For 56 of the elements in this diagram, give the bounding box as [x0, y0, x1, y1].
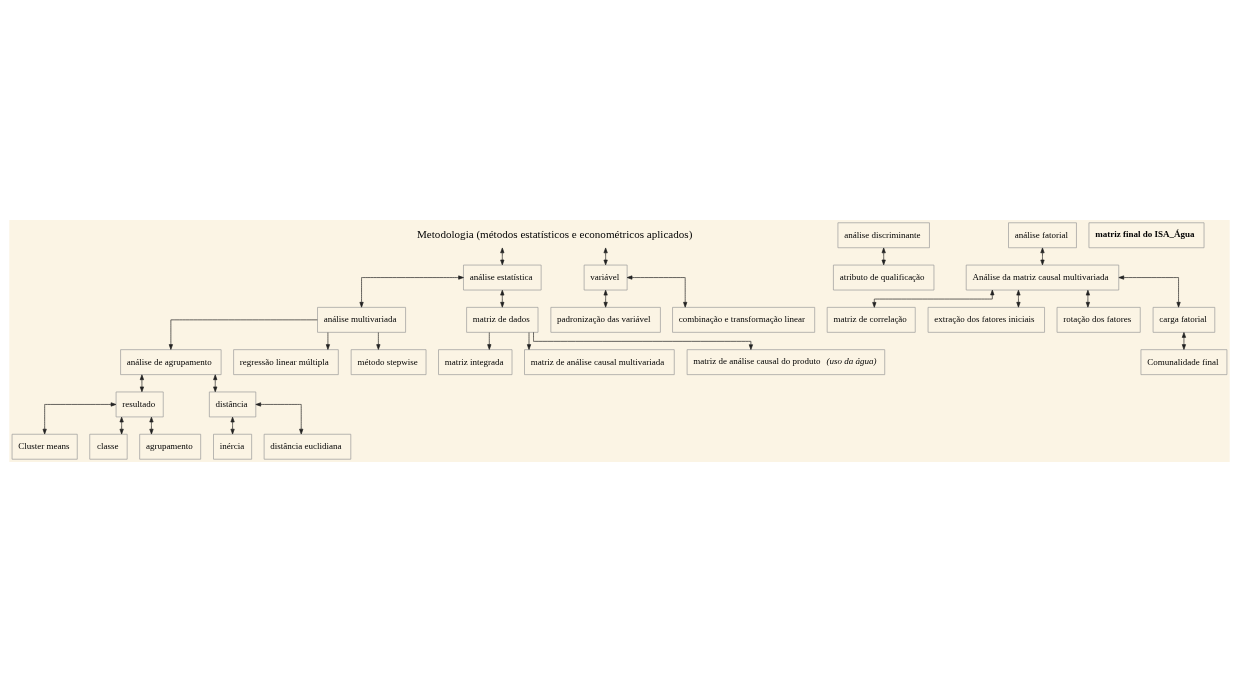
- arrow: [500, 289, 505, 308]
- arrow: [376, 332, 381, 350]
- node-box: matriz de análise causal multivariada: [524, 349, 675, 375]
- node-box: atributo de qualificação: [833, 264, 935, 291]
- arrow: [1016, 289, 1021, 308]
- node-box: Análise da matriz causal multivariada: [965, 264, 1120, 291]
- arrow: [230, 416, 235, 435]
- arrow: [139, 374, 144, 393]
- node-box: classe: [89, 433, 128, 460]
- arrow: [149, 416, 154, 435]
- arrow: [881, 247, 886, 266]
- node-box: regressão linear múltipla: [233, 349, 339, 375]
- arrow: [603, 289, 608, 308]
- node-box: carga fatorial: [1152, 307, 1216, 333]
- node-box: distância euclidiana: [263, 433, 352, 460]
- arrow: [1181, 332, 1186, 350]
- arrow: [1040, 247, 1045, 266]
- arrow: [500, 247, 505, 266]
- arrow: [526, 332, 532, 350]
- node-box: matriz integrada: [438, 349, 513, 375]
- arrow: [168, 319, 318, 350]
- arrow: [1085, 289, 1090, 308]
- arrow: [533, 332, 753, 350]
- node-box: inércia: [213, 433, 252, 460]
- arrow: [603, 247, 608, 266]
- node-text: Metodologia (métodos estatísticos e econométricos aplicados): [417, 227, 693, 240]
- node-box: método stepwise: [350, 349, 427, 375]
- arrow: [42, 402, 117, 435]
- arrow: [487, 332, 492, 350]
- node-box: análise multivariada: [317, 307, 406, 333]
- arrow: [626, 275, 688, 308]
- arrow: [213, 374, 218, 393]
- node-box: matriz final do ISA_Água: [1088, 222, 1205, 249]
- arrow: [255, 402, 304, 435]
- node-box: análise discriminante: [837, 222, 930, 249]
- node-box: rotação dos fatores: [1056, 307, 1141, 333]
- node-box: distância: [209, 391, 257, 418]
- arrow: [119, 416, 124, 435]
- node-box: Comunalidade final: [1140, 349, 1228, 375]
- node-box: agrupamento: [139, 433, 202, 460]
- node-box: combinação e transformação linear: [672, 307, 816, 333]
- arrow: [359, 275, 464, 308]
- node-box: matriz de análise causal do produto (uso da água): [686, 349, 886, 375]
- node-box: resultado: [115, 391, 164, 418]
- node-box: análise estatística: [463, 264, 542, 291]
- node-box: matriz de correlação: [826, 307, 916, 333]
- node-box: Cluster means: [11, 433, 78, 460]
- arrow: [872, 289, 995, 308]
- arrow: [325, 332, 330, 350]
- arrow: [1118, 275, 1181, 308]
- node-box: análise de agrupamento: [120, 349, 222, 375]
- node-box: variável: [583, 264, 628, 291]
- node-box: padronização das variável: [550, 307, 661, 333]
- node-box: extração dos fatores iniciais: [927, 307, 1045, 333]
- node-box: matriz de dados: [466, 307, 539, 333]
- node-box: análise fatorial: [1008, 222, 1077, 249]
